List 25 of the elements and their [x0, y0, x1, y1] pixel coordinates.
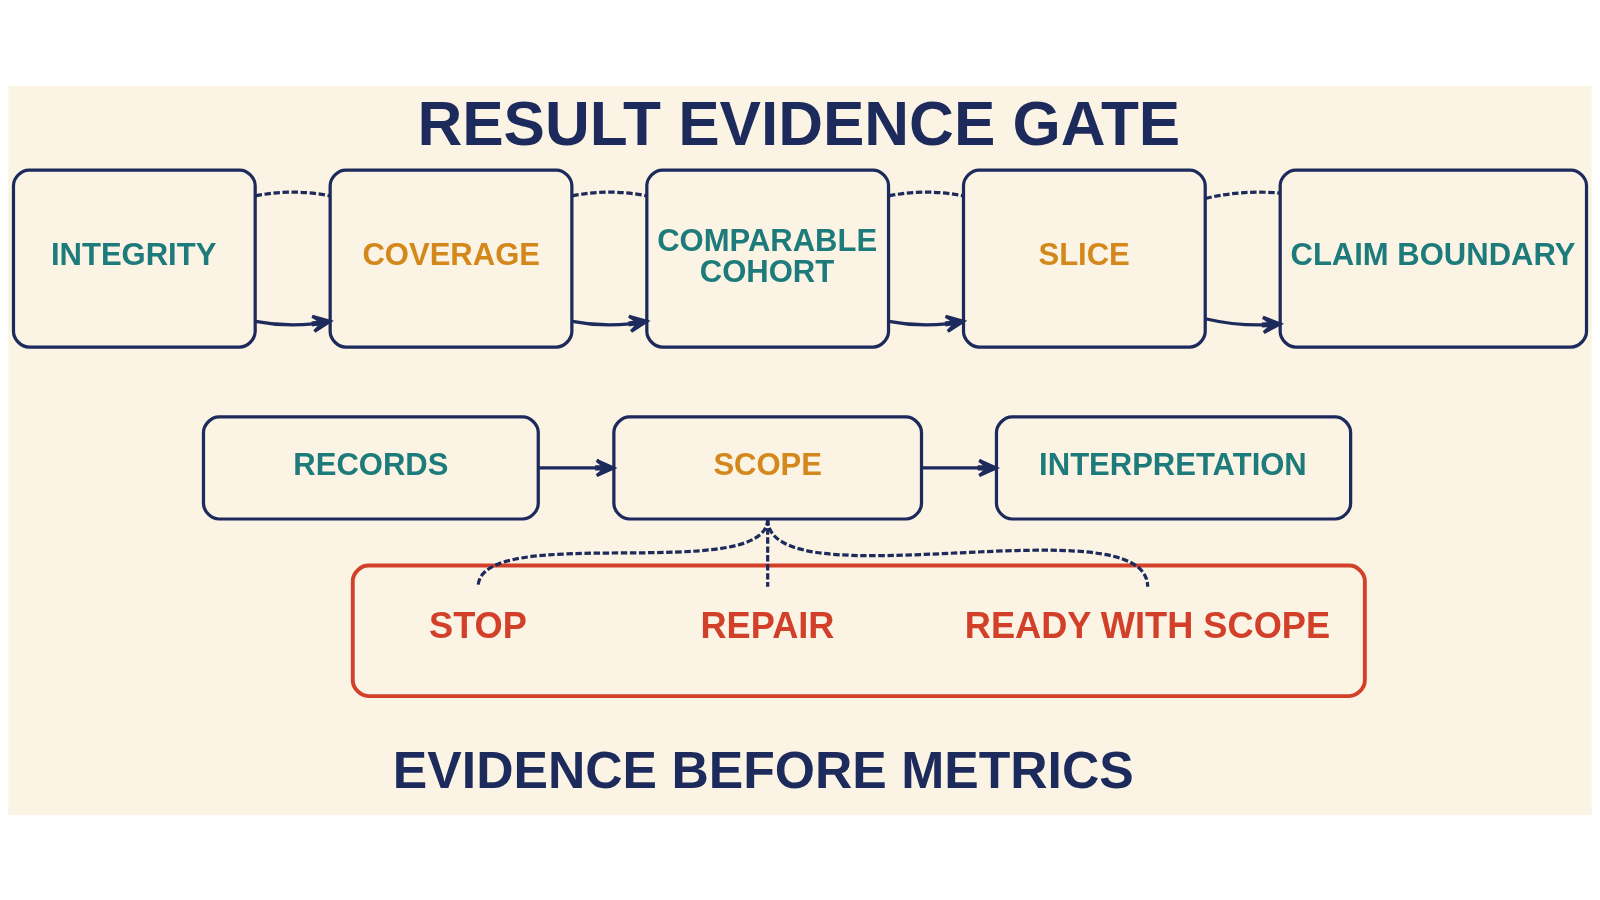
node-box: INTERPRETATION — [994, 414, 1353, 521]
arrow — [921, 458, 998, 477]
arrow — [571, 314, 649, 333]
node-box: INTEGRITY — [11, 167, 257, 349]
connector — [1205, 190, 1281, 200]
node-text: READY WITH SCOPE — [964, 604, 1331, 646]
arrow — [1205, 315, 1282, 334]
node-box: SCOPE — [612, 414, 924, 521]
diagram-title: RESULT EVIDENCE GATE — [417, 88, 1181, 158]
connector — [766, 517, 1150, 587]
node-text: STOP — [429, 604, 527, 646]
node-box: RECORDS — [201, 414, 540, 521]
node-box: CLAIM BOUNDARY — [1278, 167, 1589, 349]
cluster — [350, 563, 1367, 698]
node-text: REPAIR — [700, 604, 835, 646]
node-box: COVERAGE — [328, 167, 574, 349]
node-box: COMPARABLE COHORT — [645, 167, 891, 349]
connector — [888, 190, 964, 197]
caption: EVIDENCE BEFORE METRICS — [392, 740, 1134, 799]
arrow — [888, 314, 965, 333]
arrow — [538, 458, 616, 477]
connector — [571, 190, 647, 197]
arrow — [255, 314, 332, 333]
node-box: SLICE — [961, 167, 1207, 349]
connector — [255, 190, 331, 197]
